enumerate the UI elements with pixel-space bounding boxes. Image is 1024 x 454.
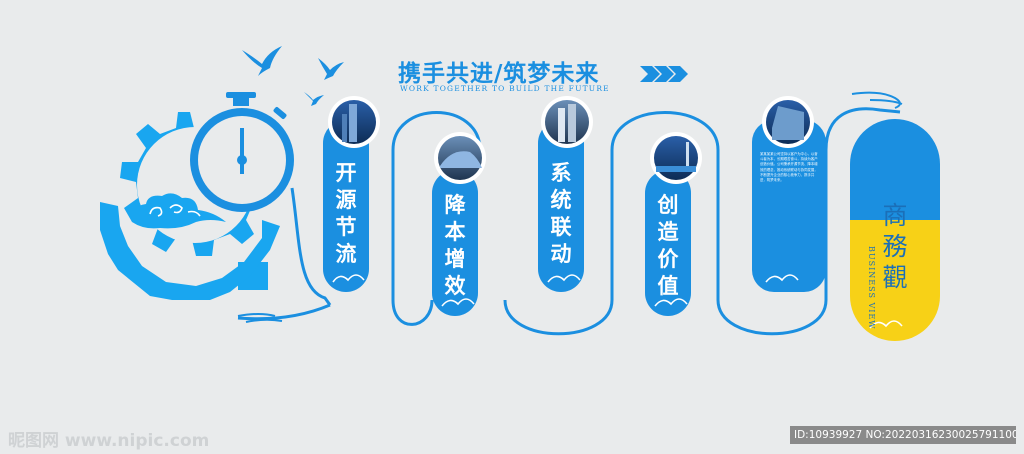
panel-business (850, 119, 940, 341)
connector-wave-line (237, 107, 901, 336)
business-en-label: BUSINESS VIEW (867, 246, 876, 330)
cloud-curl-right (851, 91, 903, 109)
panel-2-label: 降本增效 (440, 192, 470, 300)
page-title: 携手共进/筑梦未来 (398, 60, 600, 87)
gear-ring (100, 202, 280, 300)
info-paragraph: 某某某某公司坚持以客户为中心，以奋斗者为本，长期艰苦奋斗，持续为客户创造价值。公… (760, 152, 818, 183)
panel-xitong (538, 96, 593, 292)
arrow-chevrons-icon (640, 66, 688, 82)
panel-2-label-text: 降本增效 (444, 193, 466, 298)
birds-icon (242, 46, 344, 106)
auspicious-cloud-icon (131, 193, 226, 229)
stopwatch-icon (190, 92, 294, 212)
panel-kaiyuan (323, 96, 380, 292)
watermark-id: ID:10939927 NO:20220316230025791100 (790, 426, 1016, 444)
panel-3-label: 系统联动 (546, 160, 576, 268)
panel-jiangben (432, 132, 486, 316)
panel-3-label-text: 系统联动 (550, 161, 572, 266)
cloud-swirl (149, 204, 201, 217)
panel-1-label-text: 开源节流 (335, 161, 357, 266)
panel-chuangzao (645, 132, 702, 316)
watermark-site: 昵图网 www.nipic.com (8, 431, 210, 451)
panel-4-label: 创造价值 (653, 192, 683, 300)
panel-4-label-text: 创造价值 (657, 193, 679, 298)
business-title-text: 商務觀 (882, 201, 908, 292)
cloud-curl-bottom (237, 313, 283, 323)
business-title: 商務觀 (880, 200, 910, 293)
page-subtitle: WORK TOGETHER TO BUILD THE FUTURE (400, 84, 610, 93)
panel-info (752, 96, 826, 292)
panel-1-label: 开源节流 (331, 160, 361, 268)
